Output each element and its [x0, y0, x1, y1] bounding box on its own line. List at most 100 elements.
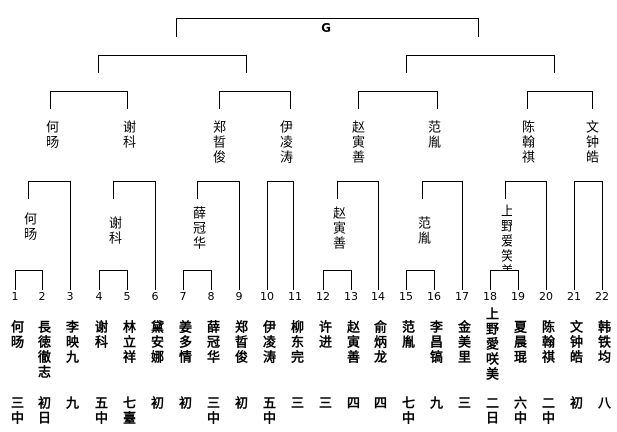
- bracket-line: [518, 270, 519, 290]
- player-name: 何旸: [8, 320, 23, 350]
- player-result: 五中: [92, 396, 107, 426]
- bracket-line: [337, 181, 379, 182]
- bracket-line: [113, 181, 156, 182]
- bracket-line: [422, 181, 423, 199]
- bracket-line: [99, 270, 100, 290]
- seed-number: 1: [11, 290, 19, 303]
- player-result: 初: [176, 396, 191, 411]
- bracket-line: [337, 181, 338, 199]
- seed-number: 20: [539, 290, 553, 303]
- bracket-line: [505, 181, 547, 182]
- player-name: 李映九: [63, 320, 78, 365]
- round3-winner-name: 赵寅善: [330, 206, 345, 251]
- player-name: 姜多情: [176, 320, 191, 365]
- final-bracket-line: [176, 18, 479, 19]
- bracket-line: [197, 181, 198, 199]
- bracket-line: [478, 18, 479, 37]
- bracket-line: [42, 270, 43, 290]
- bracket-line: [358, 91, 359, 109]
- bracket-line: [239, 181, 240, 290]
- bracket-line: [574, 181, 603, 182]
- player-name: 金美里: [455, 320, 470, 365]
- bracket-line: [554, 55, 555, 73]
- seed-number: 18: [483, 290, 497, 303]
- player-result: 四: [344, 396, 359, 411]
- bracket-line: [358, 91, 438, 92]
- player-result: 八: [595, 396, 610, 411]
- bracket-line: [219, 91, 291, 92]
- player-name: 韩铁均: [595, 320, 610, 365]
- seed-number: 11: [288, 290, 302, 303]
- bracket-line: [406, 55, 407, 73]
- bracket-line: [592, 91, 593, 109]
- player-name: 许进: [316, 320, 331, 350]
- player-name: 陈翰祺: [539, 320, 554, 365]
- seed-number: 21: [567, 290, 581, 303]
- bracket-line: [527, 91, 593, 92]
- seed-number: 6: [151, 290, 159, 303]
- bracket-line: [323, 270, 352, 271]
- bracket-line: [267, 181, 268, 290]
- seed-number: 14: [371, 290, 385, 303]
- player-result: 六中: [511, 396, 526, 426]
- bracket-line: [99, 270, 128, 271]
- champion-label: G: [321, 21, 331, 35]
- player-name: 夏晨琨: [511, 320, 526, 365]
- seed-number: 5: [123, 290, 131, 303]
- bracket-line: [15, 270, 43, 271]
- seed-number: 12: [316, 290, 330, 303]
- bracket-line: [546, 181, 547, 290]
- bracket-line: [28, 181, 71, 182]
- bracket-line: [50, 91, 128, 92]
- round4-winner-name: 范胤: [425, 120, 440, 150]
- seed-number: 17: [455, 290, 469, 303]
- round4-winner-name: 何旸: [43, 120, 58, 150]
- bracket-line: [113, 181, 114, 199]
- seed-number: 4: [95, 290, 103, 303]
- bracket-line: [183, 270, 184, 290]
- player-name: 俞炳龙: [371, 320, 386, 365]
- player-result: 九: [63, 396, 78, 411]
- bracket-line: [406, 270, 435, 271]
- player-name: 伊凌涛: [260, 320, 275, 365]
- round4-winner-name: 谢科: [120, 120, 135, 150]
- player-result: 九: [427, 396, 442, 411]
- bracket-line: [422, 181, 463, 182]
- player-result: 二中: [539, 396, 554, 426]
- semifinal-bracket-line: [98, 55, 247, 56]
- bracket-line: [28, 181, 29, 199]
- seed-number: 10: [260, 290, 274, 303]
- bracket-line: [183, 270, 212, 271]
- bracket-line: [351, 270, 352, 290]
- round4-winner-name: 陈翰祺: [519, 120, 534, 165]
- player-result: 初: [232, 396, 247, 411]
- player-name: 上野愛咲美: [483, 307, 498, 382]
- semifinal-bracket-line: [406, 55, 555, 56]
- player-name: 薛冠华: [204, 320, 219, 365]
- bracket-line: [98, 55, 99, 73]
- player-result: 四: [371, 396, 386, 411]
- seed-number: 3: [66, 290, 74, 303]
- seed-number: 15: [399, 290, 413, 303]
- bracket-line: [127, 91, 128, 109]
- bracket-line: [197, 181, 240, 182]
- bracket-line: [219, 91, 220, 109]
- round4-winner-name: 郑晢俊: [210, 120, 225, 165]
- bracket-line: [323, 270, 324, 290]
- bracket-line: [406, 270, 407, 290]
- round4-winner-name: 文钟皓: [583, 120, 598, 165]
- player-name: 黛安娜: [148, 320, 163, 365]
- player-name: 谢科: [92, 320, 107, 350]
- round3-winner-name: 谢科: [106, 216, 121, 246]
- player-result: 三中: [8, 396, 23, 426]
- seed-number: 16: [427, 290, 441, 303]
- bracket-line: [50, 91, 51, 109]
- bracket-line: [70, 181, 71, 290]
- bracket-line: [437, 91, 438, 109]
- bracket-line: [602, 181, 603, 290]
- player-result: 初: [567, 396, 582, 411]
- round4-winner-name: 伊凌涛: [277, 120, 292, 165]
- player-result: 三: [455, 396, 470, 411]
- bracket-line: [490, 270, 519, 271]
